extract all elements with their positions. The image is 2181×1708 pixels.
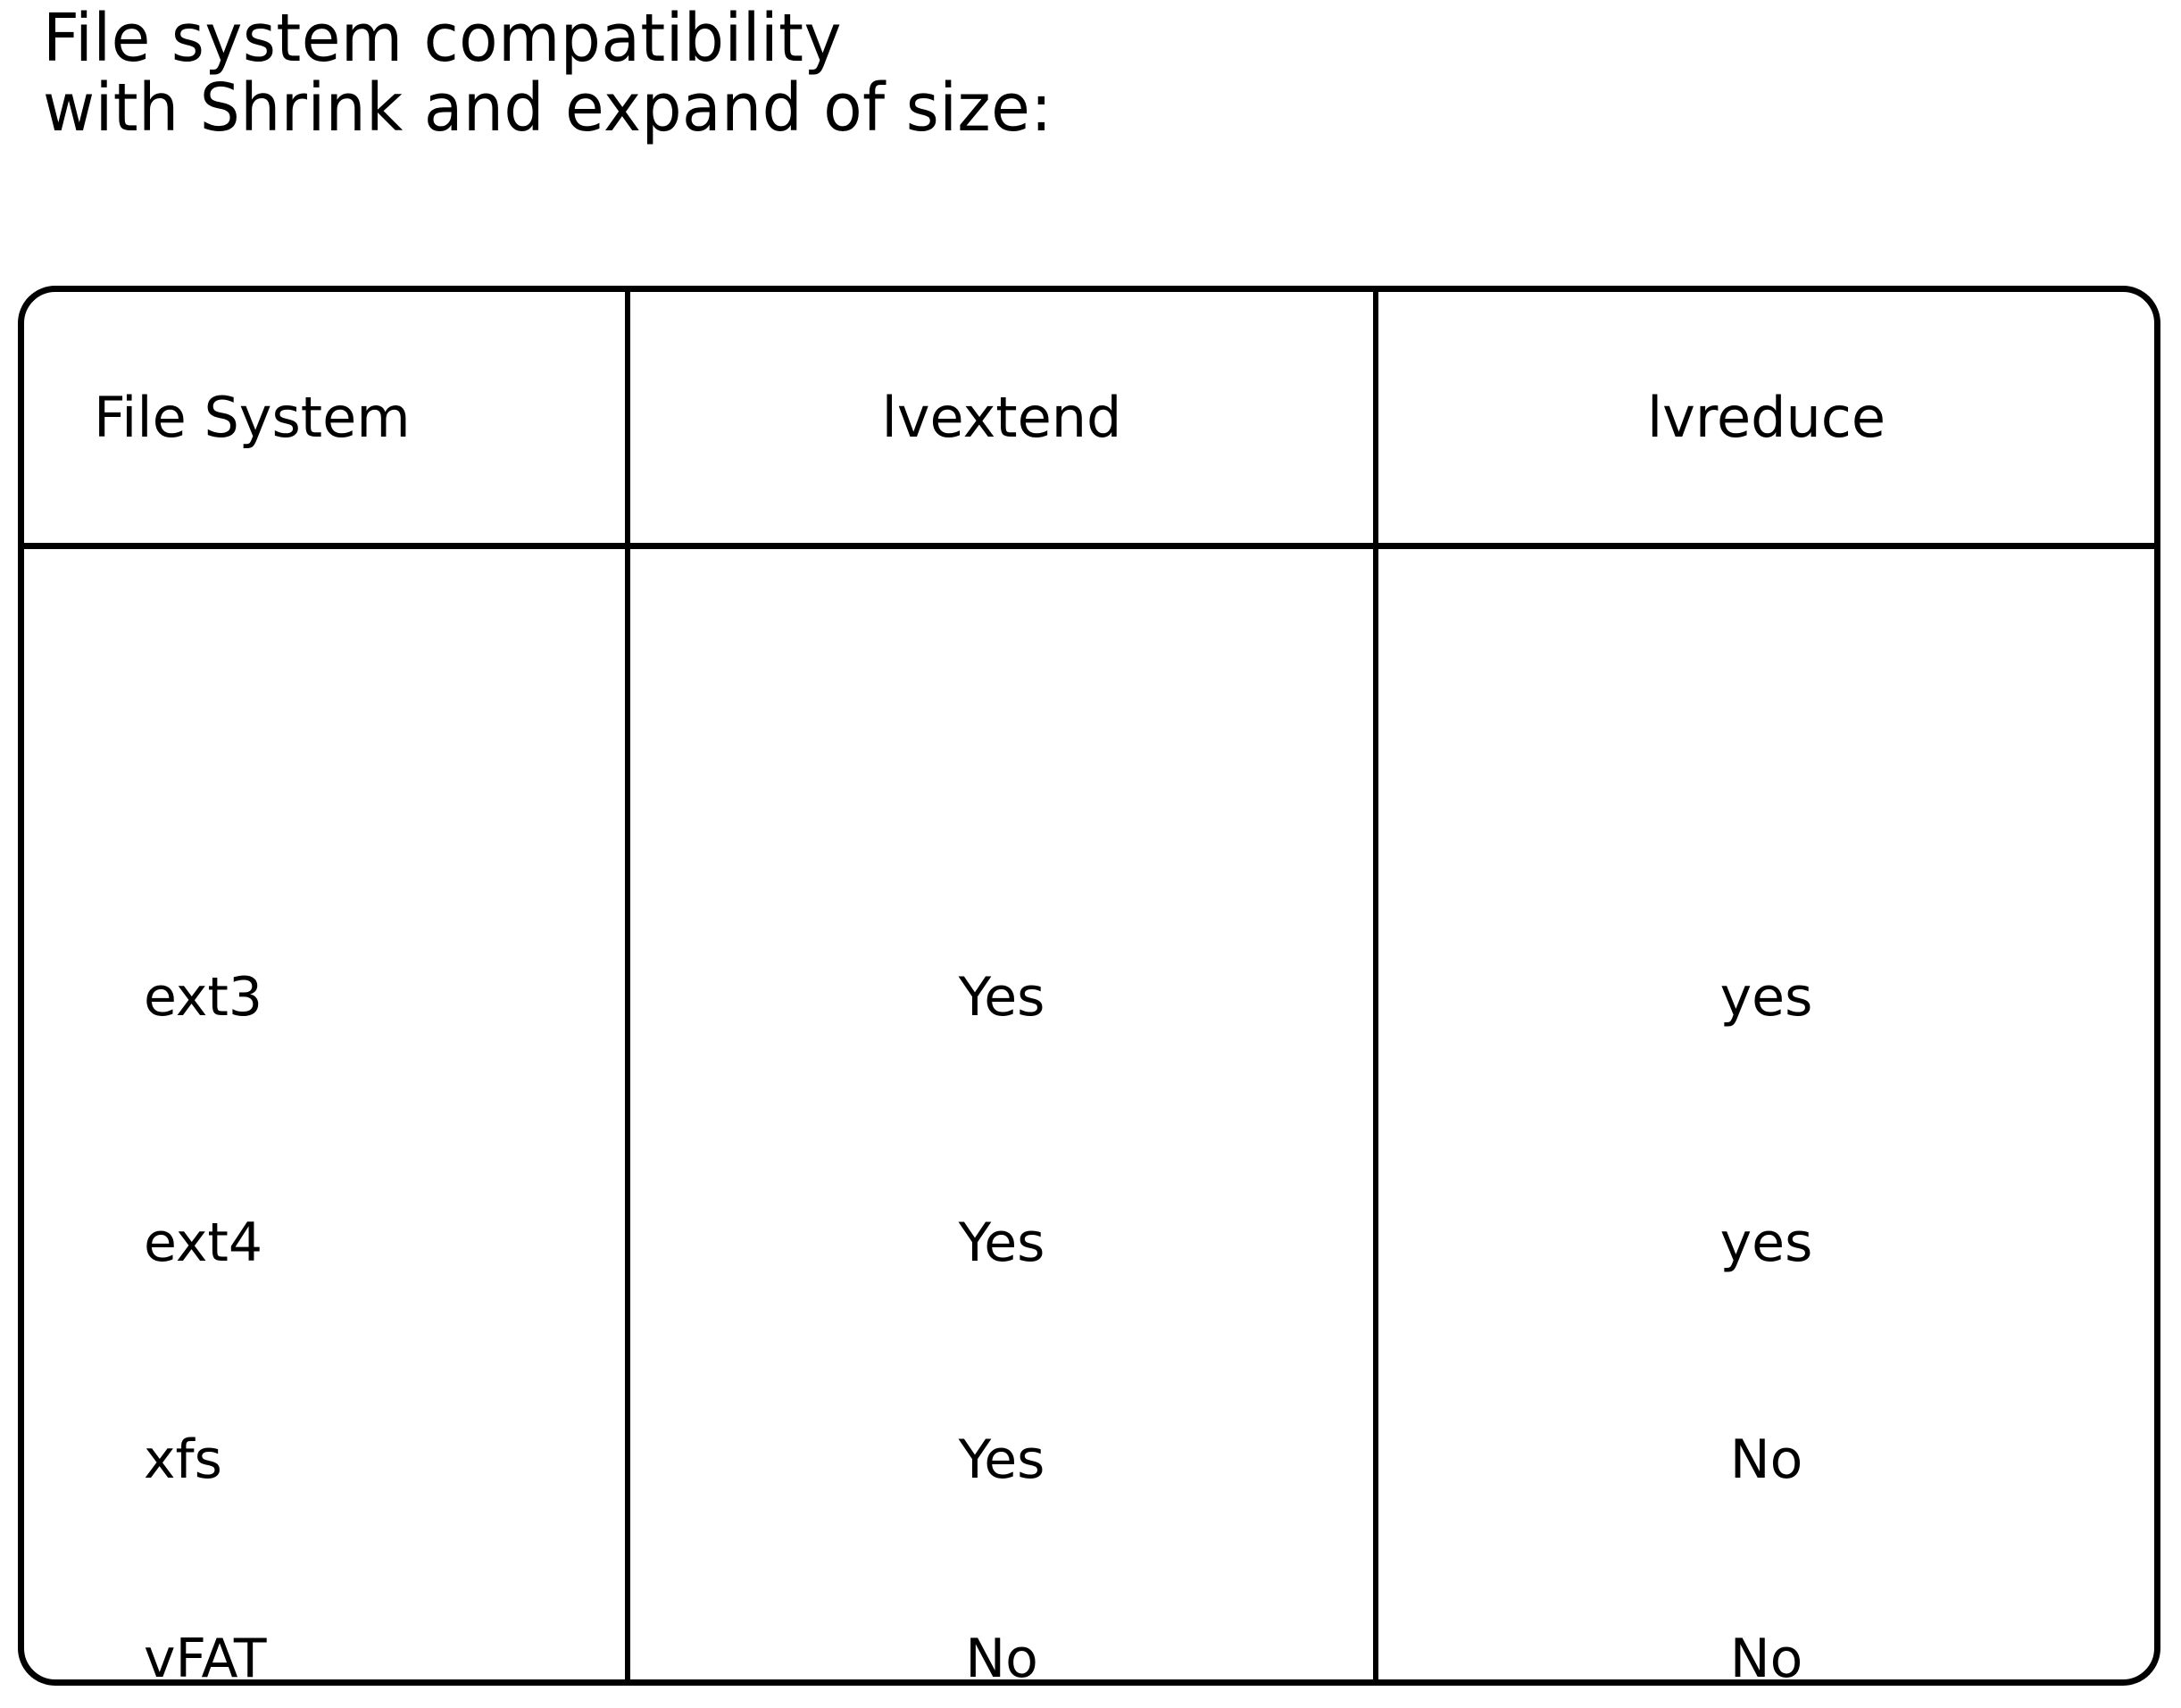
table-header-row: File System lvextend lvreduce (24, 292, 2154, 543)
cell-file-system: ext4 (144, 1212, 263, 1274)
column-header-file-system: File System (94, 384, 411, 450)
cell-lvreduce: No (1729, 1429, 1803, 1491)
table-row: ext4 Yes yes (24, 1189, 2154, 1296)
cell-lvreduce: yes (1719, 966, 1813, 1029)
table-row: ext3 Yes yes (24, 944, 2154, 1051)
page-title: File system compatibility with Shrink an… (43, 4, 1828, 143)
table-row: xfs Yes No (24, 1406, 2154, 1513)
table-body: ext3 Yes yes ext4 Yes yes xfs Yes No vFA… (24, 549, 2154, 1688)
title-line-1: File system compatibility (43, 0, 843, 77)
cell-lvextend: No (965, 1628, 1038, 1690)
cell-lvreduce: No (1729, 1628, 1803, 1690)
cell-lvextend: Yes (958, 1429, 1045, 1491)
column-header-lvextend: lvextend (881, 384, 1122, 450)
column-divider-2 (1373, 292, 1378, 1679)
table-row: vFAT No No (24, 1605, 2154, 1708)
column-divider-1 (625, 292, 630, 1679)
cell-file-system: ext3 (144, 966, 263, 1029)
title-line-2: with Shrink and expand of size: (43, 70, 1053, 146)
cell-lvextend: Yes (958, 1212, 1045, 1274)
compatibility-table: File System lvextend lvreduce ext3 Yes y… (18, 286, 2160, 1688)
cell-file-system: vFAT (144, 1628, 267, 1690)
header-separator-line (24, 543, 2154, 549)
cell-lvextend: Yes (958, 966, 1045, 1029)
column-header-lvreduce: lvreduce (1646, 384, 1886, 450)
cell-file-system: xfs (144, 1429, 222, 1491)
cell-lvreduce: yes (1719, 1212, 1813, 1274)
